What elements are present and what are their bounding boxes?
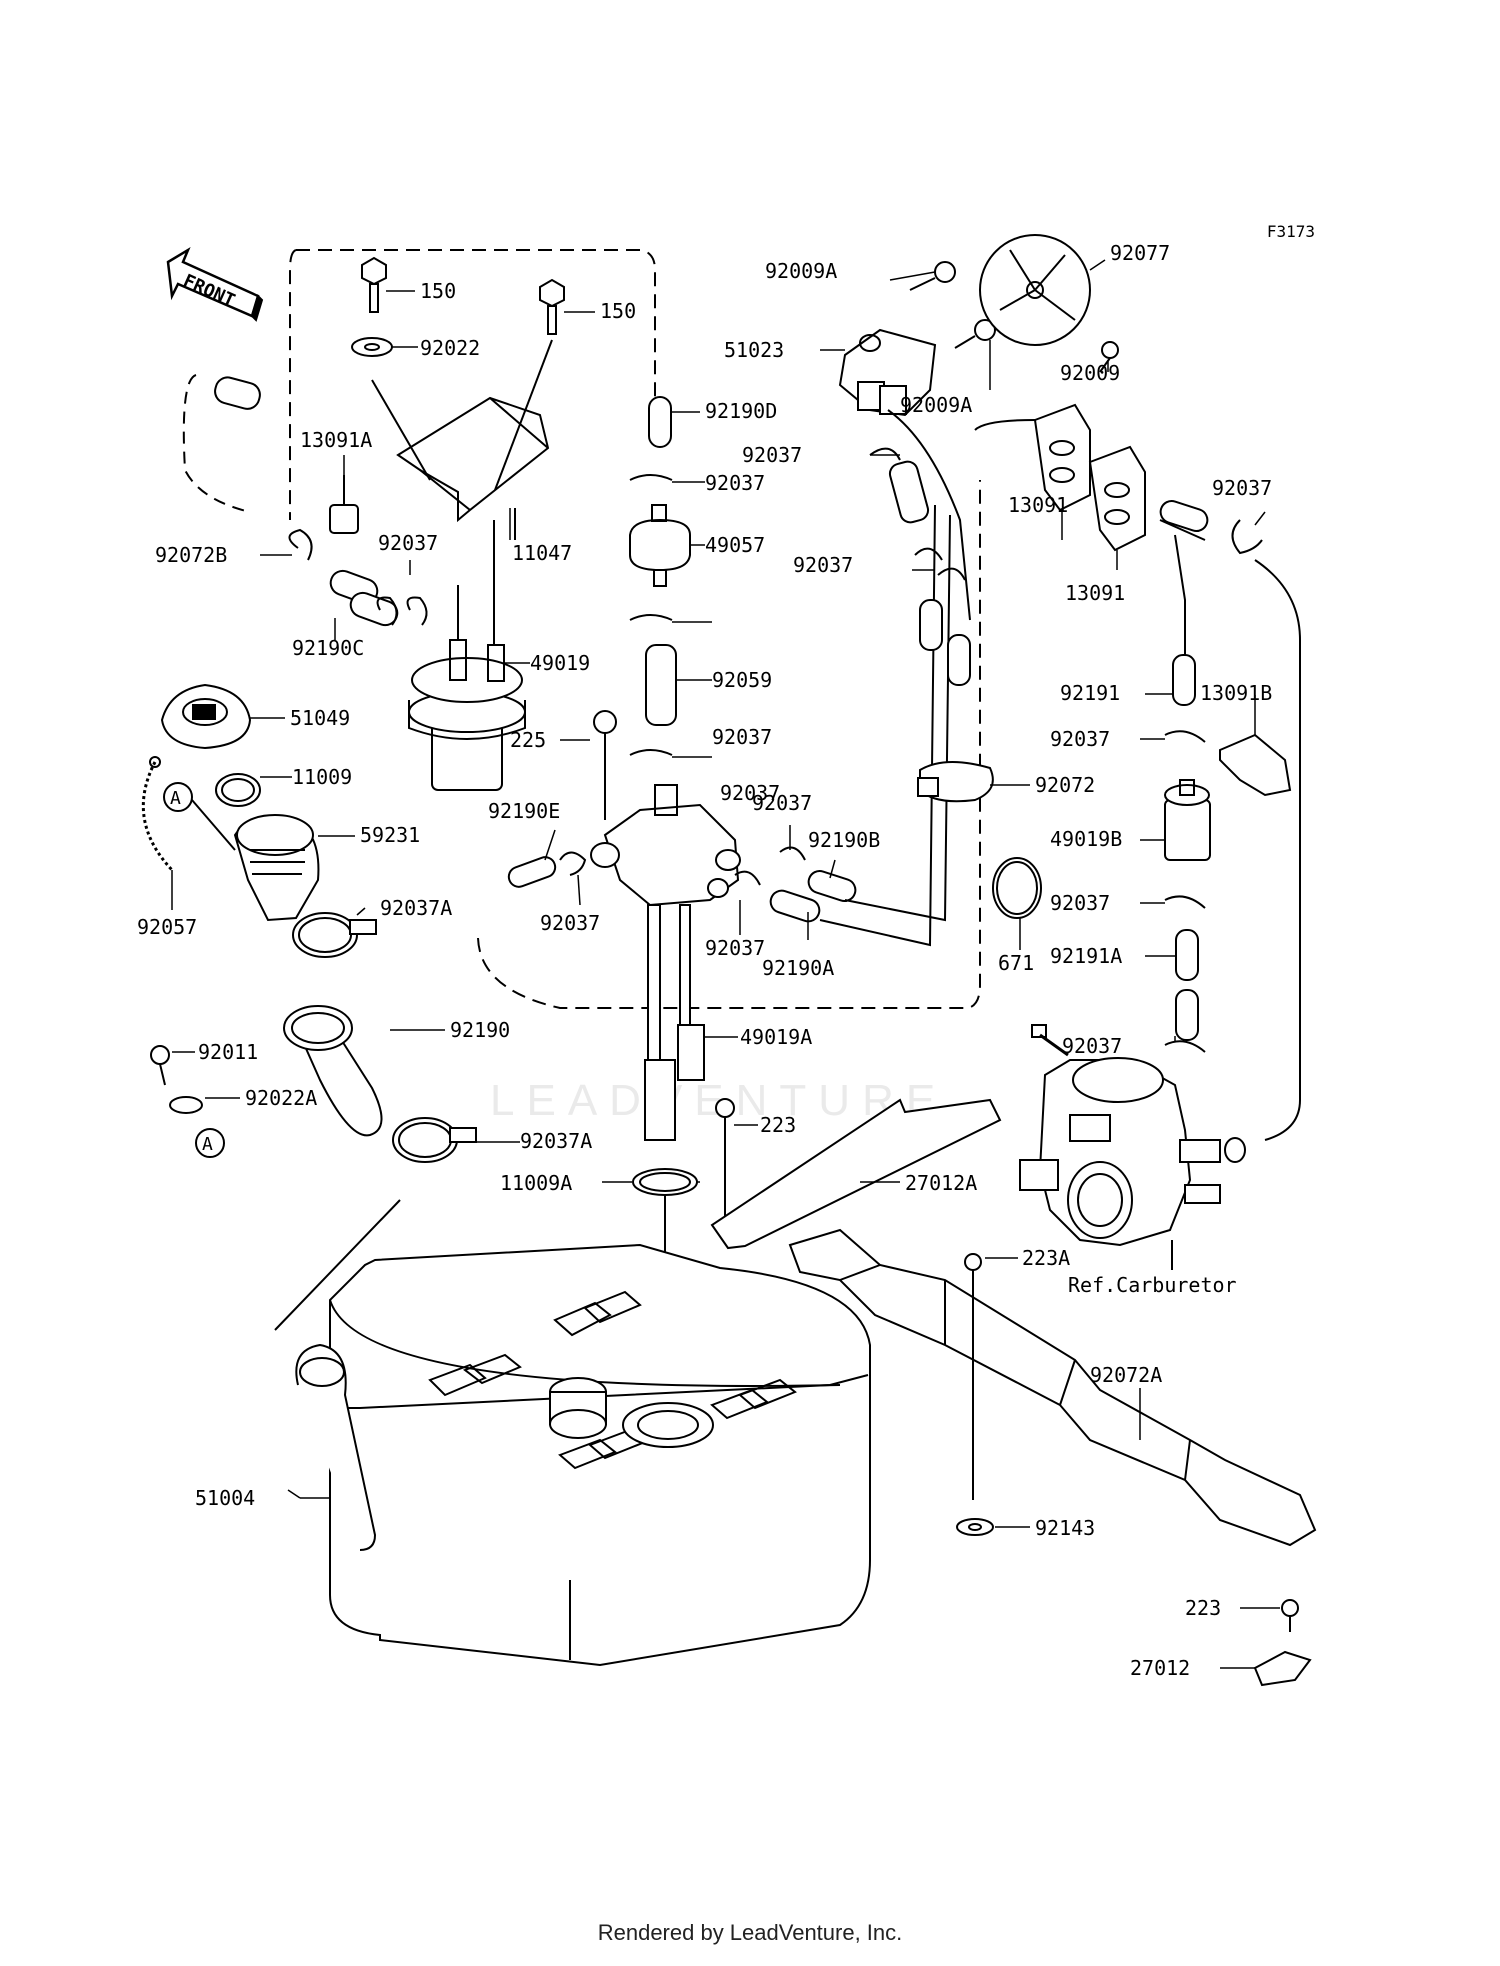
carburetor-reference xyxy=(1019,1024,1246,1270)
callout-label: 92009A xyxy=(765,259,837,283)
fuel-cap-51049 xyxy=(160,683,252,750)
callout-label: 92022A xyxy=(245,1086,317,1110)
fuel-tank-51004 xyxy=(295,1243,871,1667)
callout-label: 92143 xyxy=(1035,1516,1095,1540)
callout-label: 92037 xyxy=(1212,476,1272,500)
callout-label: Ref.Carburetor xyxy=(1068,1273,1237,1297)
callout-label: 92037 xyxy=(712,725,772,749)
callout-label: 59231 xyxy=(360,823,420,847)
watermark: LEADVENTURE xyxy=(490,1076,947,1125)
callout-label: 223 xyxy=(760,1113,796,1137)
callout-label: 11009A xyxy=(500,1171,572,1195)
callout-label: 92072 xyxy=(1035,773,1095,797)
callout-label: 51049 xyxy=(290,706,350,730)
callout-label: 225 xyxy=(510,728,546,752)
callout-label: 223 xyxy=(1185,1596,1221,1620)
callout-label: 223A xyxy=(1022,1246,1070,1270)
callout-label: 27012A xyxy=(905,1171,977,1195)
callout-label: 92072A xyxy=(1090,1363,1162,1387)
callout-label: 92009 xyxy=(1060,361,1120,385)
callout-label: 11047 xyxy=(512,541,572,565)
callout-label: 92011 xyxy=(198,1040,258,1064)
callout-label: 92057 xyxy=(137,915,197,939)
callout-label: 92037 xyxy=(752,791,812,815)
svg-text:A: A xyxy=(202,1134,213,1155)
footer-credit: Rendered by LeadVenture, Inc. xyxy=(597,1920,903,1945)
callout-label: 49019 xyxy=(530,651,590,675)
callout-label: 92190B xyxy=(808,828,880,852)
strap-92072A xyxy=(788,1228,1317,1547)
callout-label: 92037 xyxy=(742,443,802,467)
clamp-13091-right xyxy=(1088,445,1146,552)
callout-label: 671 xyxy=(998,951,1034,975)
callout-label: 92037 xyxy=(705,936,765,960)
callout-label: 11009 xyxy=(292,765,352,789)
callout-label: 13091 xyxy=(1008,493,1068,517)
callout-label: 92009A xyxy=(900,393,972,417)
fuel-pump-51023 xyxy=(838,328,937,417)
callout-label: 49019B xyxy=(1050,827,1122,851)
clamp-13091-left xyxy=(1033,403,1091,512)
callout-label: 92191A xyxy=(1050,944,1122,968)
front-arrow-icon: FRONT xyxy=(166,246,264,322)
callout-label: 92190D xyxy=(705,399,777,423)
callout-label: 13091B xyxy=(1200,681,1272,705)
callout-label: 92190A xyxy=(762,956,834,980)
svg-text:A: A xyxy=(170,788,181,809)
callout-label: 92190E xyxy=(488,799,560,823)
callout-label: 92037 xyxy=(1050,727,1110,751)
callout-label: 51004 xyxy=(195,1486,255,1510)
callout-label: 51023 xyxy=(724,338,784,362)
callout-label: 49019A xyxy=(740,1025,812,1049)
callout-label: 92037 xyxy=(1062,1034,1122,1058)
callout-label: 92037 xyxy=(793,553,853,577)
callout-label: 92072B xyxy=(155,543,227,567)
callout-label: 92037 xyxy=(720,781,780,805)
callout-label: 27012 xyxy=(1130,1656,1190,1680)
callout-label: 13091A xyxy=(300,428,372,452)
callout-label: 49057 xyxy=(705,533,765,557)
callout-label: 92037 xyxy=(705,471,765,495)
fuel-filter-49019 xyxy=(408,520,526,791)
callout-label: 92037 xyxy=(1050,891,1110,915)
callout-label: 92077 xyxy=(1110,241,1170,265)
callout-label: 92037A xyxy=(520,1129,592,1153)
filler-neck-59231 xyxy=(233,814,320,922)
bolt-150-left xyxy=(361,256,387,313)
callout-label: 92190C xyxy=(292,636,364,660)
callout-label: 92022 xyxy=(420,336,480,360)
callout-label: 92037 xyxy=(540,911,600,935)
callout-label: 92059 xyxy=(712,668,772,692)
fuel-valve-49019A xyxy=(590,784,741,1141)
callout-label: 92190 xyxy=(450,1018,510,1042)
figure-code: F3173 xyxy=(1266,222,1315,241)
callout-label: 92191 xyxy=(1060,681,1120,705)
callout-label: 92037 xyxy=(378,531,438,555)
callout-label: 13091 xyxy=(1065,581,1125,605)
callout-label: 92037A xyxy=(380,896,452,920)
callout-label: 150 xyxy=(420,279,456,303)
bolt-150-right xyxy=(539,278,565,335)
callout-label: 150 xyxy=(600,299,636,323)
